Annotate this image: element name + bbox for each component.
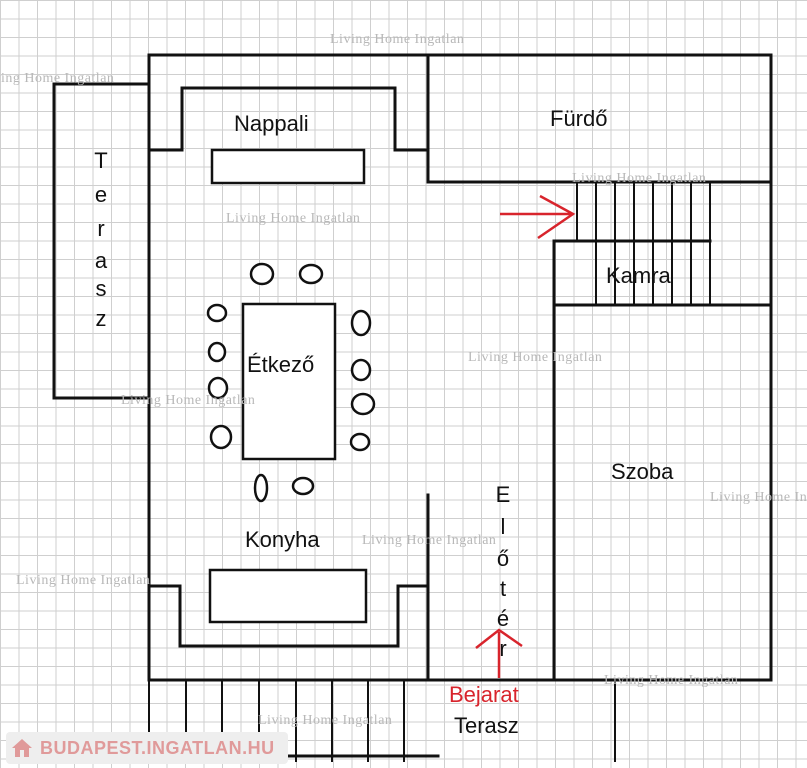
chair [350,309,372,337]
dining-chairs [206,262,376,503]
chair [249,262,275,286]
watermark-text: Living Home Ingatlan [258,713,392,728]
room-label-konyha: Konyha [245,527,320,552]
site-logo: BUDAPEST.INGATLAN.HU [6,732,288,764]
svg-text:E: E [496,482,511,507]
svg-text:z: z [96,306,107,331]
chair [350,392,376,416]
svg-text:a: a [95,248,108,273]
room-label-terasz-bottom: Terasz [454,713,519,738]
outer-walls [147,53,773,682]
chair [207,341,227,363]
nappali-alcove [147,53,773,184]
watermark-text: Living Home Ingatlan [710,490,807,505]
kitchen-counter [147,493,430,682]
svg-text:ő: ő [497,546,509,571]
room-label-terasz-left: T e r a s z [94,148,108,331]
watermark-text: Living Home Ingatlan [330,32,464,47]
room-label-etkezo: Étkező [247,352,314,377]
terasz-left-outline [52,82,151,400]
entrance-arrow [475,628,523,678]
chair [291,476,315,496]
entrance-label: Bejarat [449,682,519,707]
chair [349,432,371,452]
room-label-eloter: E l ő t é r [496,482,511,661]
watermarks: Living Home Ingatlan Living Home Ingatla… [0,32,807,728]
room-label-szoba: Szoba [611,459,674,484]
watermark-text: Living Home Ingatlan [0,71,114,86]
svg-text:é: é [497,606,509,631]
kitchen-island [208,568,368,624]
svg-text:r: r [499,636,506,661]
watermark-text: Living Home Ingatlan [572,171,706,186]
house-icon [12,739,32,757]
watermark-text: Living Home Ingatlan [604,673,738,688]
watermark-text: Living Home Ingatlan [362,533,496,548]
nappali-sofa [210,148,366,185]
svg-text:T: T [94,148,107,173]
svg-text:r: r [97,216,104,241]
chair [209,424,233,450]
svg-text:e: e [95,182,107,207]
chair [298,263,324,285]
logo-text: BUDAPEST.INGATLAN.HU [40,737,275,758]
stairs-upper [552,182,773,682]
svg-text:s: s [96,276,107,301]
watermark-text: Living Home Ingatlan [121,393,255,408]
chair [206,303,228,323]
room-label-furdo: Fürdő [550,106,607,131]
watermark-text: Living Home Ingatlan [468,350,602,365]
stairs-arrow [500,194,576,240]
room-label-nappali: Nappali [234,111,309,136]
room-label-kamra: Kamra [606,263,672,288]
dining-table [241,302,337,461]
watermark-text: Living Home Ingatlan [226,211,360,226]
chair [207,376,229,400]
svg-text:t: t [500,576,506,601]
chair [350,358,372,382]
chair [253,473,269,503]
svg-text:l: l [501,514,506,539]
watermark-text: Living Home Ingatlan [16,573,150,588]
